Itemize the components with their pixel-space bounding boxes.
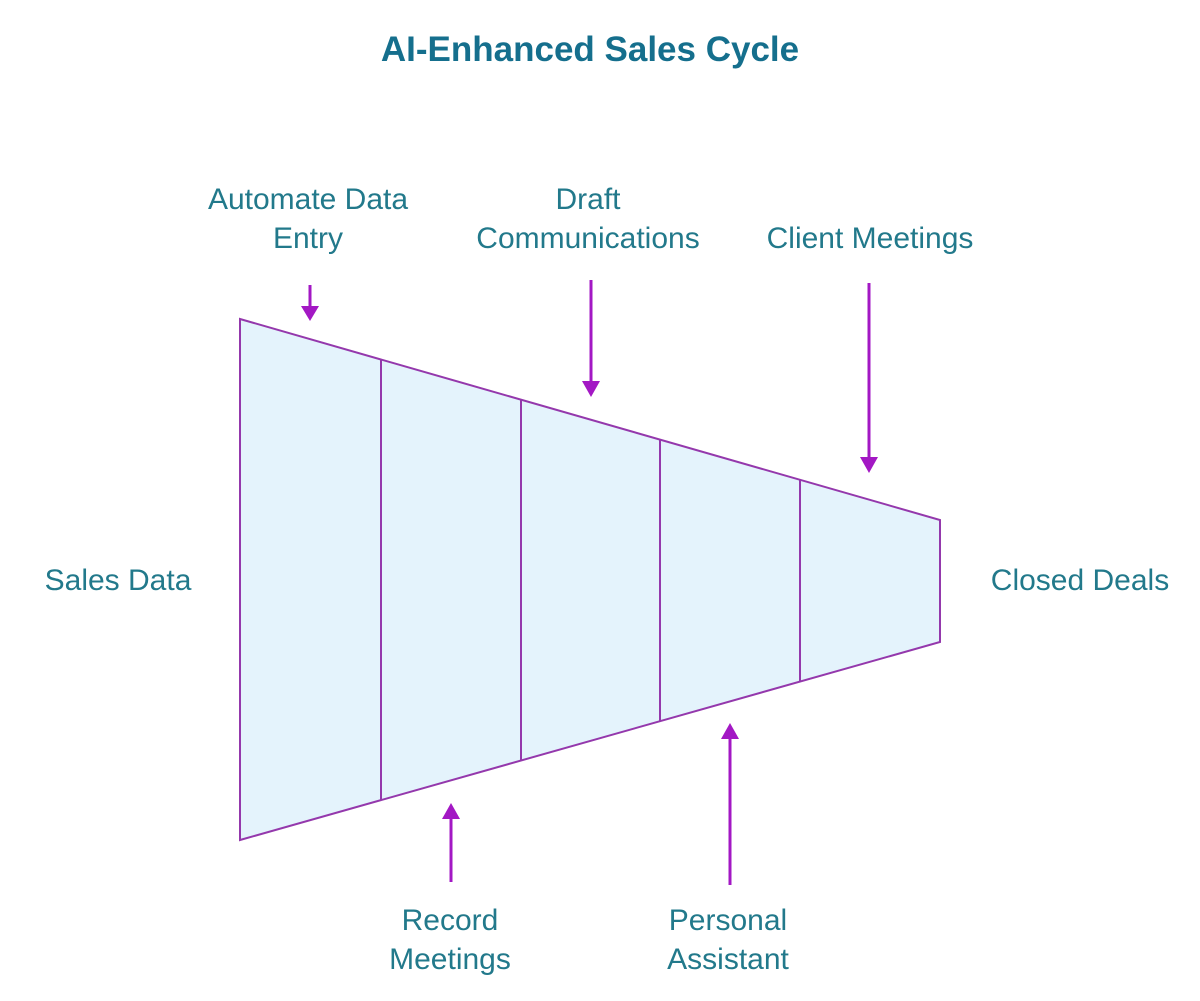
stage-label-draft-communications: Draft Communications	[476, 180, 699, 258]
funnel-shape	[239, 317, 941, 842]
arrow-down-client-meetings	[860, 283, 878, 473]
arrow-up-record-meetings	[442, 803, 460, 882]
stage-label-line: Draft	[555, 183, 621, 216]
stage-label-record-meetings: Record Meetings	[389, 901, 511, 979]
arrowhead-icon	[582, 381, 600, 397]
arrow-up-personal-assistant	[721, 723, 739, 885]
funnel-output-label: Closed Deals	[990, 564, 1170, 597]
page-title: AI-Enhanced Sales Cycle	[380, 30, 800, 69]
stage-label-line: Assistant	[667, 943, 789, 976]
funnel-input-label: Sales Data	[44, 564, 192, 597]
stage-label-line: Entry	[272, 222, 344, 255]
stage-label-client-meetings: Client Meetings	[767, 219, 974, 258]
arrowhead-icon	[860, 457, 878, 473]
arrowhead-icon	[442, 803, 460, 819]
arrowhead-icon	[301, 306, 319, 321]
stage-label-line: Automate Data	[207, 183, 409, 216]
stage-label-automate-data-entry: Automate Data Entry	[208, 180, 408, 258]
stage-label-line: Communications	[476, 222, 700, 255]
stage-label-line: Meetings	[389, 943, 511, 976]
arrow-down-automate-data-entry	[301, 285, 319, 321]
arrowhead-icon	[721, 723, 739, 739]
stage-label-line: Personal	[668, 904, 788, 937]
stage-label-personal-assistant: Personal Assistant	[667, 901, 789, 979]
stage-label-line: Client Meetings	[766, 222, 974, 255]
arrow-down-draft-communications	[582, 280, 600, 397]
stage-label-line: Record	[401, 904, 499, 937]
